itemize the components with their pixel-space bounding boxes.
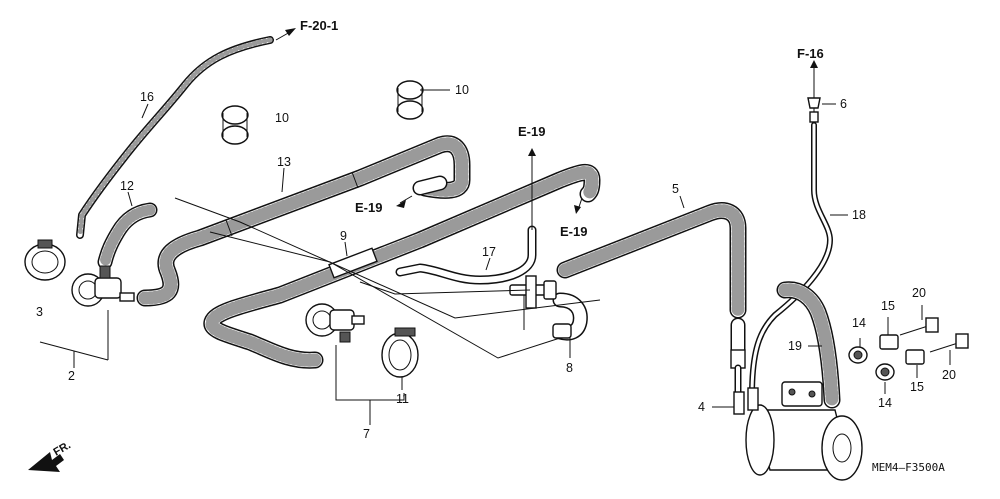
drawing-code: MEM4—F3500A — [872, 461, 945, 474]
part-number-20-upper: 20 — [912, 286, 926, 300]
hose-9-long-loop — [203, 164, 601, 369]
part-number-19: 19 — [788, 339, 802, 353]
part-number-10-left: 10 — [275, 111, 289, 125]
part-number-13: 13 — [277, 155, 291, 169]
ref-f-16: F-16 — [797, 46, 824, 61]
hose-13-long-purge — [136, 135, 471, 307]
part-number-6: 6 — [840, 97, 847, 111]
hose-18 — [749, 122, 833, 398]
ref-e-19-right: E-19 — [560, 224, 587, 239]
front-direction-label: FR. — [52, 439, 73, 458]
hose-16-breather-tube — [76, 36, 274, 239]
part-number-4: 4 — [698, 400, 705, 414]
clamp-10-upper-left — [221, 105, 249, 145]
hose-5 — [556, 202, 747, 319]
grommet-14-lower — [875, 363, 895, 381]
part-number-18: 18 — [852, 208, 866, 222]
hose-12 — [97, 202, 158, 270]
part-number-16: 16 — [140, 90, 154, 104]
ref-e-19-left: E-19 — [355, 200, 382, 215]
hose-9-joint — [328, 247, 378, 279]
evap-canister-4 — [733, 381, 863, 481]
part-number-2: 2 — [68, 369, 75, 383]
hose-17 — [395, 225, 537, 285]
part-number-17: 17 — [482, 245, 496, 259]
part-number-20-lower: 20 — [942, 368, 956, 382]
arrowheads — [285, 28, 818, 214]
part-number-3: 3 — [36, 305, 43, 319]
part-number-8: 8 — [566, 361, 573, 375]
part-number-15-lower: 15 — [910, 380, 924, 394]
solenoid-valve-2 — [71, 265, 135, 307]
band-clamp-3 — [24, 239, 66, 281]
solenoid-valve-7 — [305, 303, 365, 343]
ref-e-19-top: E-19 — [518, 124, 545, 139]
part-number-11: 11 — [396, 392, 409, 406]
band-clamp-11 — [381, 327, 419, 378]
clip-6 — [807, 82, 821, 123]
hose-13-clamp-marks — [225, 171, 359, 237]
front-direction-arrow: FR. — [28, 439, 73, 472]
part-number-12: 12 — [120, 179, 134, 193]
leader-lines — [39, 31, 951, 425]
hose-8 — [552, 292, 588, 341]
part-number-14-lower: 14 — [878, 396, 892, 410]
part-number-5: 5 — [672, 182, 679, 196]
part-number-14-upper: 14 — [852, 316, 866, 330]
collar-15-upper — [879, 334, 899, 350]
part-number-15-upper: 15 — [881, 299, 895, 313]
bolt-20-upper — [899, 317, 939, 336]
part-number-7: 7 — [363, 427, 370, 441]
collar-15-lower — [905, 349, 925, 365]
clamp-10-upper-right — [396, 80, 424, 120]
grommet-14-upper — [848, 346, 868, 364]
part-number-9: 9 — [340, 229, 347, 243]
bolt-20-lower — [929, 333, 969, 353]
part-number-10-right: 10 — [455, 83, 469, 97]
t-joint — [509, 275, 557, 309]
hose-19 — [776, 281, 841, 409]
hose-5-lower — [730, 317, 746, 399]
hose-e19-stub — [412, 175, 448, 196]
ref-f-20-1: F-20-1 — [300, 18, 338, 33]
